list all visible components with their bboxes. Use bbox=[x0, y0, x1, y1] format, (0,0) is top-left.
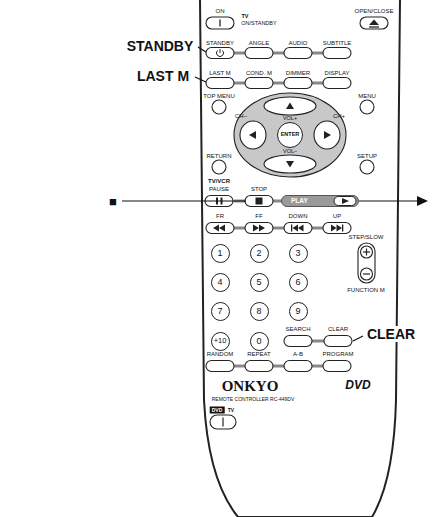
dvd-logo: DVD bbox=[345, 379, 370, 391]
callout-label: STANDBY bbox=[127, 39, 194, 53]
button-label: FUNCTION M bbox=[347, 287, 385, 293]
button-text: +10 bbox=[214, 337, 227, 345]
button-text: 6 bbox=[295, 278, 300, 287]
button-label: TV/VCR bbox=[208, 178, 230, 184]
button-label: CLEAR bbox=[328, 326, 348, 332]
button-label: ON bbox=[216, 8, 225, 14]
number-button: 6 bbox=[289, 273, 308, 292]
button-label: RANDOM bbox=[207, 351, 234, 357]
number-button: 8 bbox=[250, 302, 269, 321]
button-label: DISPLAY bbox=[325, 70, 350, 76]
button-text: PLAY bbox=[291, 198, 308, 205]
number-button: 9 bbox=[289, 302, 308, 321]
switch-label: DVD bbox=[210, 407, 225, 414]
button-label: FF bbox=[255, 213, 262, 219]
button-text: 5 bbox=[256, 278, 261, 287]
button-label: OPEN/CLOSE bbox=[354, 8, 393, 14]
button-text: 1 bbox=[217, 249, 222, 258]
button-text: 9 bbox=[295, 307, 300, 316]
number-button: 7 bbox=[211, 302, 230, 321]
number-button: 0 bbox=[250, 332, 269, 351]
number-button: 4 bbox=[211, 273, 230, 292]
button-label: ON/STANDBY bbox=[241, 21, 276, 27]
button-label: DIMMER bbox=[286, 70, 310, 76]
button-label: ANGLE bbox=[249, 40, 269, 46]
callout-label: LAST M bbox=[137, 69, 189, 83]
button-label: STOP bbox=[251, 186, 267, 192]
button-label: TOP MENU bbox=[203, 93, 234, 99]
model-label: REMOTE CONTROLLER RC-449DV bbox=[212, 397, 295, 402]
callout-symbol: ■ bbox=[109, 195, 117, 208]
enter-button: ENTER bbox=[277, 122, 303, 148]
number-button: +10 bbox=[211, 332, 230, 351]
button-label: UP bbox=[333, 213, 341, 219]
callout-label: CLEAR bbox=[365, 326, 417, 342]
button-text: 0 bbox=[256, 337, 261, 346]
button-label: SEARCH bbox=[285, 326, 310, 332]
button-label: PAUSE bbox=[209, 186, 229, 192]
button-text: 8 bbox=[256, 307, 261, 316]
play-key-icon bbox=[333, 196, 357, 206]
switch-label: TV bbox=[228, 408, 234, 413]
play-button: PLAY bbox=[281, 195, 359, 207]
brand-logo: ONKYO bbox=[222, 379, 279, 394]
button-label: CH– bbox=[235, 113, 247, 119]
button-label: SUBTITLE bbox=[323, 40, 352, 46]
button-label: CH+ bbox=[333, 113, 345, 119]
button-label: PROGRAM bbox=[322, 351, 353, 357]
button-label: REPEAT bbox=[247, 351, 271, 357]
button-label: DOWN bbox=[289, 213, 308, 219]
button-label: COND. M bbox=[246, 70, 272, 76]
button-label: SETUP bbox=[357, 153, 377, 159]
button-label: VOL+ bbox=[283, 116, 297, 122]
button-label: FR bbox=[216, 213, 224, 219]
button-label: TV bbox=[241, 14, 248, 20]
button-text: ENTER bbox=[281, 132, 300, 138]
number-button: 1 bbox=[211, 244, 230, 263]
number-button: 5 bbox=[250, 273, 269, 292]
button-label: A-B bbox=[293, 351, 303, 357]
button-text: 7 bbox=[217, 307, 222, 316]
button-label: STANDBY bbox=[206, 40, 234, 46]
button-label: AUDIO bbox=[288, 40, 307, 46]
button-label: STEP/SLOW bbox=[348, 234, 383, 240]
button-text: 4 bbox=[217, 278, 222, 287]
button-label: VOL– bbox=[283, 149, 297, 155]
button-text: 2 bbox=[256, 249, 261, 258]
button-text: 3 bbox=[295, 249, 300, 258]
button-label: MENU bbox=[358, 93, 376, 99]
button-label: LAST M bbox=[209, 70, 231, 76]
button-label: RETURN bbox=[207, 153, 232, 159]
number-button: 3 bbox=[289, 244, 308, 263]
number-button: 2 bbox=[250, 244, 269, 263]
